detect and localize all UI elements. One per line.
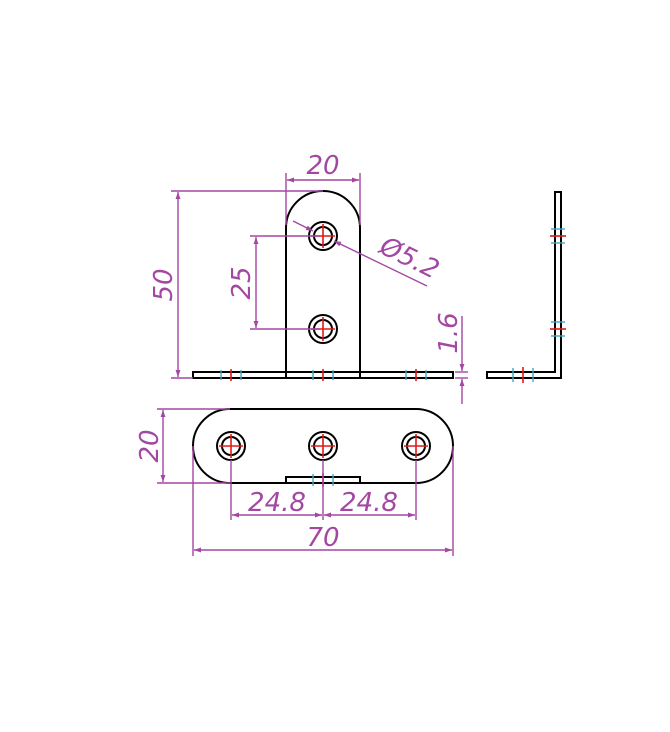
dim-hole-spacing-vertical: 25: [227, 235, 320, 330]
dim-overall-height-label: 50: [149, 268, 179, 301]
dim-hole-spacing-right-label: 24.8: [340, 488, 398, 518]
base-hole-middle: [308, 431, 338, 461]
dim-top-width-label: 20: [306, 151, 339, 181]
l-profile-outline: [486, 191, 562, 379]
side-view: [486, 191, 566, 383]
dim-thickness-label: 1.6: [434, 312, 464, 353]
dim-overall-height: 50: [149, 190, 323, 379]
base-hole-right: [401, 431, 431, 461]
flange-hole-marks: [220, 369, 427, 381]
dim-bottom-width: 20: [135, 408, 230, 484]
dim-bottom-width-label: 20: [135, 429, 165, 462]
dim-hole-spacing-vertical-label: 25: [227, 266, 257, 299]
upright-leg-outline: [285, 190, 361, 378]
base-hole-left: [216, 431, 246, 461]
dim-overall-length: 70: [192, 446, 454, 556]
dim-top-width: 20: [285, 151, 361, 225]
dim-hole-spacing-left-label: 24.8: [248, 488, 306, 518]
dim-overall-length-label: 70: [306, 523, 339, 553]
dim-thickness: 1.6: [434, 312, 468, 404]
dim-hole-spacing-horizontal: 24.8 24.8: [230, 460, 417, 520]
